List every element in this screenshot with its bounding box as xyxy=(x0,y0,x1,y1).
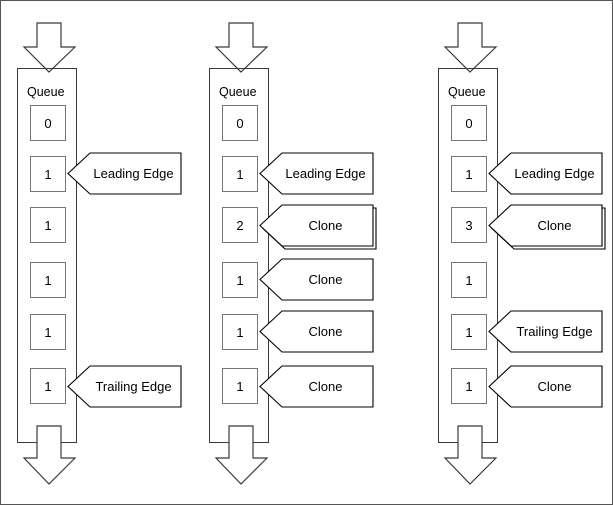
outflow-arrow-icon-2 xyxy=(214,425,269,485)
callout-clone: Clone xyxy=(259,204,377,250)
queue-cell: 0 xyxy=(451,105,487,141)
callout-clone: Clone xyxy=(259,258,374,301)
outflow-arrow-icon-3 xyxy=(443,425,498,485)
callout-clone: Clone xyxy=(488,204,606,250)
queue-cell: 1 xyxy=(30,262,66,298)
callout-trailing-edge: Trailing Edge xyxy=(488,310,603,353)
queue-label-1: Queue xyxy=(27,85,65,99)
callout-trailing-edge: Trailing Edge xyxy=(67,365,182,408)
queue-cell: 1 xyxy=(30,368,66,404)
callout-label: Clone xyxy=(308,324,343,339)
queue-cell: 1 xyxy=(30,314,66,350)
callout-label: Clone xyxy=(308,272,343,287)
queue-cell: 1 xyxy=(222,262,258,298)
queue-column-2: Queue 0 1 2 1 1 1 Leading Edge Clone xyxy=(198,0,413,505)
callout-label: Leading Edge xyxy=(514,166,595,181)
queue-cell: 1 xyxy=(451,262,487,298)
callout-label: Trailing Edge xyxy=(516,324,593,339)
outflow-arrow-icon-1 xyxy=(22,425,77,485)
queue-cell: 1 xyxy=(222,156,258,192)
queue-label-3: Queue xyxy=(448,85,486,99)
callout-clone: Clone xyxy=(488,365,603,408)
queue-cell: 1 xyxy=(30,156,66,192)
callout-label: Clone xyxy=(537,379,572,394)
queue-cell: 1 xyxy=(451,156,487,192)
callout-leading-edge: Leading Edge xyxy=(259,152,374,195)
queue-column-3: Queue 0 1 3 1 1 1 Leading Edge Clone xyxy=(424,0,613,505)
queue-cell: 0 xyxy=(222,105,258,141)
queue-label-2: Queue xyxy=(219,85,257,99)
queue-column-1: Queue 0 1 1 1 1 1 Leading Edge Trailing … xyxy=(0,0,215,505)
callout-clone: Clone xyxy=(259,365,374,408)
queue-cell: 1 xyxy=(451,368,487,404)
callout-clone: Clone xyxy=(259,310,374,353)
callout-label: Clone xyxy=(308,218,343,233)
queue-cell: 0 xyxy=(30,105,66,141)
callout-label: Leading Edge xyxy=(93,166,174,181)
callout-leading-edge: Leading Edge xyxy=(488,152,603,195)
callout-label: Clone xyxy=(308,379,343,394)
inflow-arrow-icon-1 xyxy=(22,22,77,73)
queue-cell: 1 xyxy=(222,314,258,350)
queue-cell: 1 xyxy=(30,207,66,243)
callout-label: Clone xyxy=(537,218,572,233)
inflow-arrow-icon-2 xyxy=(214,22,269,73)
callout-leading-edge: Leading Edge xyxy=(67,152,182,195)
callout-label: Trailing Edge xyxy=(95,379,172,394)
queue-cell: 3 xyxy=(451,207,487,243)
queue-cell: 1 xyxy=(222,368,258,404)
callout-label: Leading Edge xyxy=(285,166,366,181)
queue-cell: 1 xyxy=(451,314,487,350)
queue-cell: 2 xyxy=(222,207,258,243)
inflow-arrow-icon-3 xyxy=(443,22,498,73)
